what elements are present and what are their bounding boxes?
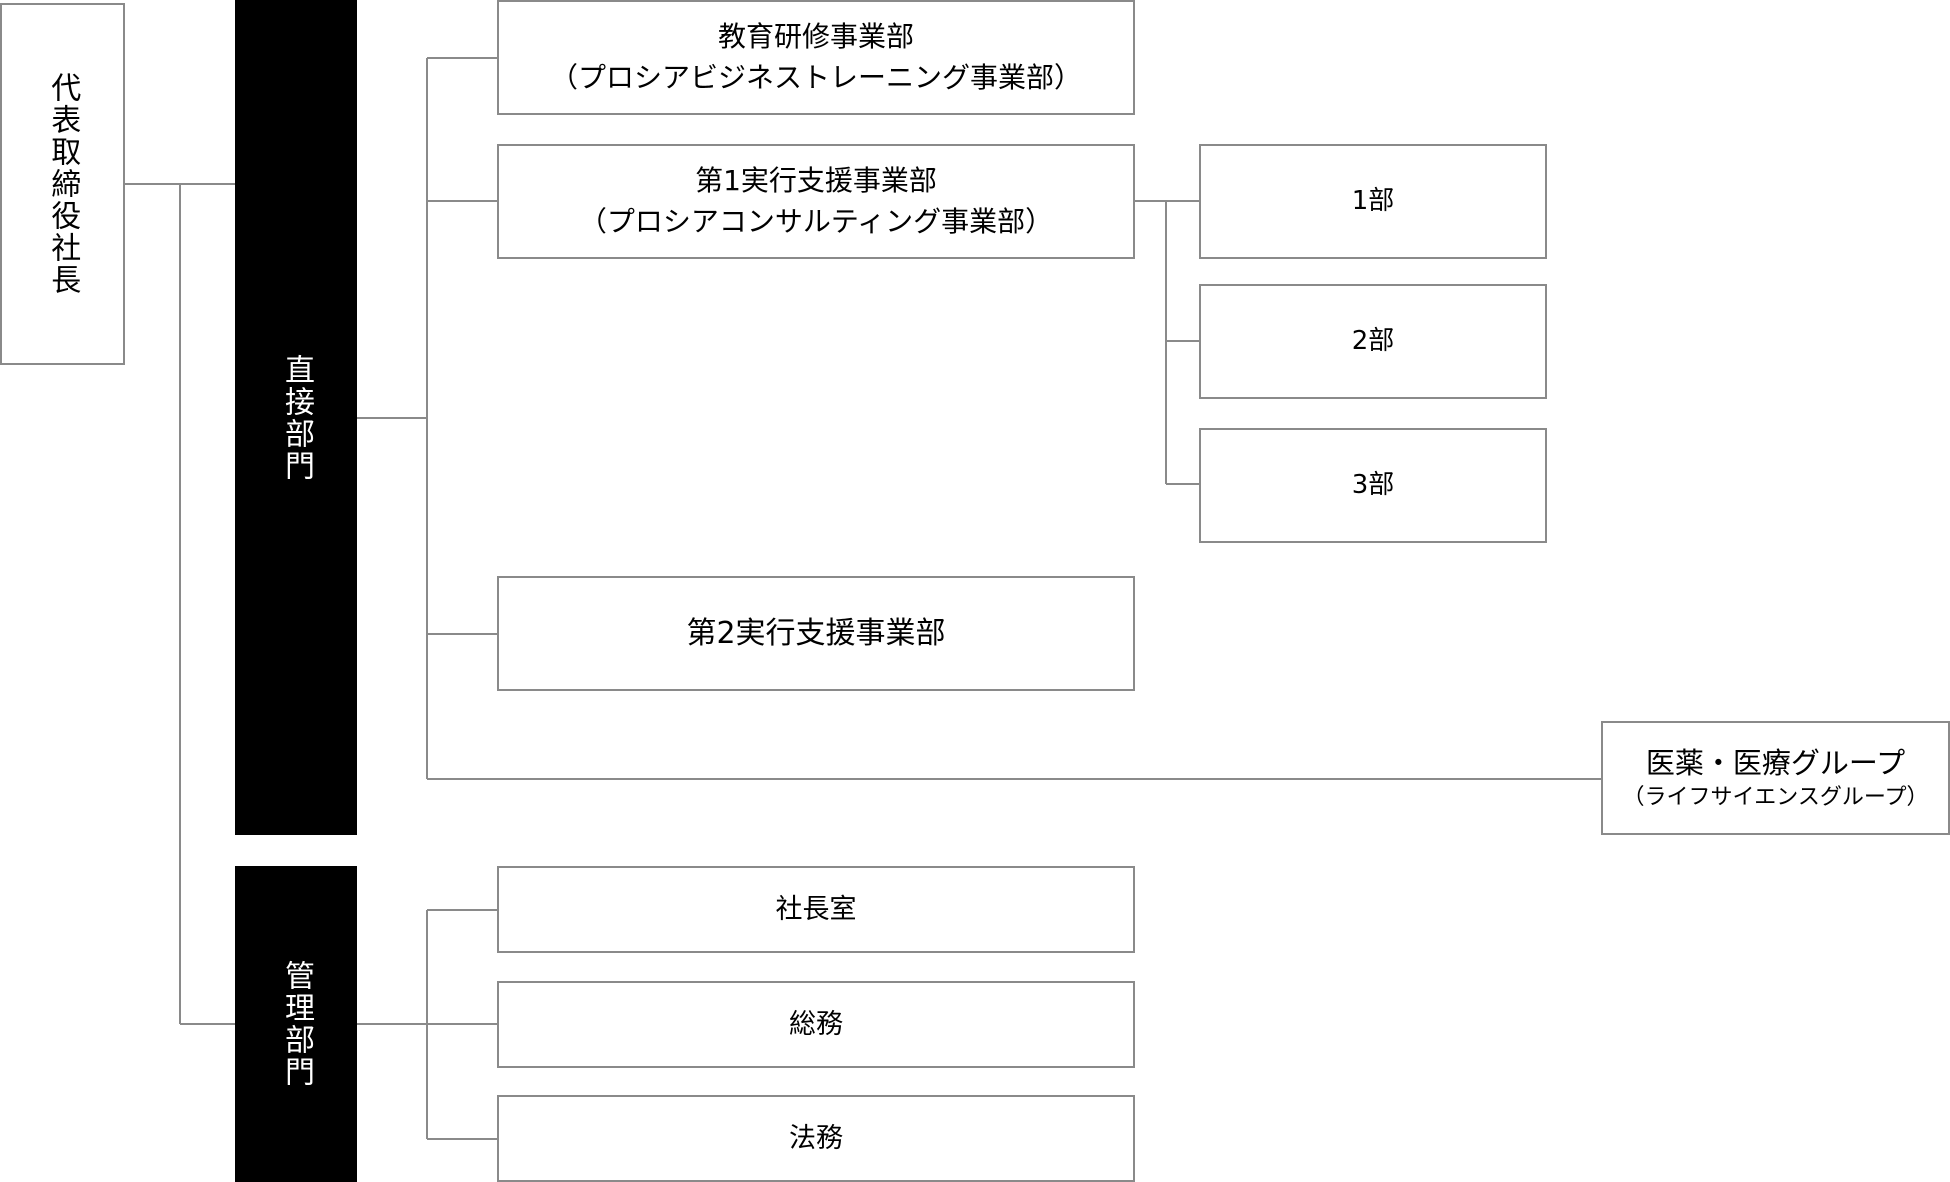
admin-unit-box: 総務 — [497, 981, 1135, 1068]
admin-dept-bar: 管理部門 — [235, 866, 357, 1182]
exec1-dept-label: 3部 — [1351, 469, 1395, 500]
admin-dept-label: 管理部門 — [279, 960, 314, 1088]
exec1-dept-label: 1部 — [1351, 185, 1395, 216]
education-division-name: 教育研修事業部 — [717, 19, 914, 53]
direct-dept-bar: 直接部門 — [235, 0, 357, 835]
president-label: 代表取締役社長 — [45, 72, 81, 296]
admin-unit-label: 総務 — [789, 1008, 843, 1040]
pharma-group-name: 医薬・医療グループ — [1645, 745, 1906, 780]
exec1-dept-label: 2部 — [1351, 325, 1395, 356]
exec1-dept-box: 1部 — [1199, 144, 1547, 259]
admin-unit-label: 法務 — [789, 1122, 843, 1154]
education-division-subname: （プロシアビジネストレーニング事業部） — [549, 60, 1082, 94]
exec2-division-name: 第2実行支援事業部 — [686, 615, 946, 651]
direct-dept-label: 直接部門 — [279, 353, 314, 482]
exec1-dept-box: 3部 — [1199, 428, 1547, 543]
admin-unit-box: 社長室 — [497, 866, 1135, 953]
admin-unit-box: 法務 — [497, 1095, 1135, 1182]
pharma-group-subname: （ライフサイエンスグループ） — [1622, 784, 1929, 810]
exec1-division-name: 第1実行支援事業部 — [695, 163, 937, 197]
exec1-division-box: 第1実行支援事業部 （プロシアコンサルティング事業部） — [497, 144, 1135, 259]
exec1-division-subname: （プロシアコンサルティング事業部） — [578, 204, 1054, 238]
admin-unit-label: 社長室 — [775, 893, 857, 925]
exec1-dept-box: 2部 — [1199, 284, 1547, 399]
education-division-box: 教育研修事業部 （プロシアビジネストレーニング事業部） — [497, 0, 1135, 115]
president-box: 代表取締役社長 — [0, 3, 125, 365]
pharma-group-box: 医薬・医療グループ （ライフサイエンスグループ） — [1601, 721, 1950, 835]
exec2-division-box: 第2実行支援事業部 — [497, 576, 1135, 691]
